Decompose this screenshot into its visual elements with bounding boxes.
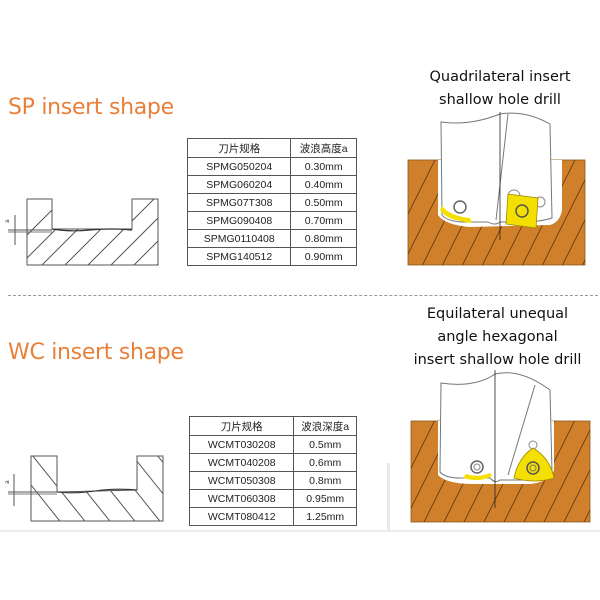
cell-model: WCMT080412: [188, 507, 295, 526]
cell-value: 0.70mm: [290, 211, 357, 230]
wc-groove-cross-section-diagram: a: [4, 455, 164, 522]
cell-model: WCMT050308: [188, 471, 295, 490]
sp-drill-caption: Quadrilateral insert shallow hole drill: [400, 66, 600, 112]
wc-caption-line-1: Equilateral unequal: [426, 306, 569, 322]
table-row: SPMG140512 0.90mm: [186, 247, 357, 266]
wc-spec-table: 刀片规格 波浪深度a WCMT030208 0.5mm WCMT040208 0…: [188, 416, 357, 526]
sp-spec-table: 刀片规格 波浪高度a SPMG050204 0.30mm SPMG060204 …: [186, 138, 357, 266]
table-row: SPMG050204 0.30mm: [186, 157, 357, 176]
section-bottom-border: [0, 530, 600, 532]
cell-value: 1.25mm: [293, 507, 357, 526]
wc-section-title: WC insert shape: [8, 340, 184, 365]
table-row: SPMG07T308 0.50mm: [186, 193, 357, 212]
wc-drill-illustration: [410, 370, 591, 523]
wc-header-spec: 刀片规格: [188, 416, 295, 436]
sp-caption-line-1: Quadrilateral insert: [429, 69, 571, 85]
sp-section-title: SP insert shape: [8, 95, 174, 120]
cell-value: 0.6mm: [293, 453, 357, 472]
wc-header-depth: 波浪深度a: [293, 416, 357, 436]
cell-model: WCMT030208: [188, 435, 295, 454]
table-row: WCMT080412 1.25mm: [188, 507, 357, 526]
wc-depth-label-a: a: [4, 480, 11, 484]
cell-value: 0.95mm: [293, 489, 357, 508]
wc-drill-caption: Equilateral unequal angle hexagonal inse…: [395, 303, 600, 372]
table-row: SPMG060204 0.40mm: [186, 175, 357, 194]
cell-model: SPMG090408: [186, 211, 292, 230]
cell-model: SPMG0110408: [186, 229, 292, 248]
cell-model: SPMG140512: [186, 247, 292, 266]
sp-depth-label-a: a: [4, 219, 11, 223]
cell-model: SPMG07T308: [186, 193, 292, 212]
cell-model: WCMT040208: [188, 453, 295, 472]
cell-value: 0.5mm: [293, 435, 357, 454]
cell-model: WCMT060308: [188, 489, 295, 508]
cell-value: 0.90mm: [290, 247, 357, 266]
table-row: SPMG090408 0.70mm: [186, 211, 357, 230]
panel-border-line: [387, 463, 390, 531]
cell-value: 0.30mm: [290, 157, 357, 176]
sp-header-height: 波浪高度a: [290, 138, 357, 158]
table-row: WCMT060308 0.95mm: [188, 489, 357, 508]
sp-header-spec: 刀片规格: [186, 138, 292, 158]
cell-model: SPMG050204: [186, 157, 292, 176]
wc-caption-line-3: insert shallow hole drill: [413, 352, 582, 368]
section-divider: [8, 295, 598, 296]
sp-groove-cross-section-diagram: a: [4, 198, 159, 266]
cell-value: 0.50mm: [290, 193, 357, 212]
cell-value: 0.40mm: [290, 175, 357, 194]
cell-model: SPMG060204: [186, 175, 292, 194]
table-row: WCMT030208 0.5mm: [188, 435, 357, 454]
sp-caption-line-2: shallow hole drill: [439, 92, 561, 108]
table-row: WCMT050308 0.8mm: [188, 471, 357, 490]
cell-value: 0.8mm: [293, 471, 357, 490]
sp-drill-illustration: [407, 112, 586, 266]
wc-caption-line-2: angle hexagonal: [437, 329, 558, 345]
table-row: WCMT040208 0.6mm: [188, 453, 357, 472]
table-row: SPMG0110408 0.80mm: [186, 229, 357, 248]
cell-value: 0.80mm: [290, 229, 357, 248]
